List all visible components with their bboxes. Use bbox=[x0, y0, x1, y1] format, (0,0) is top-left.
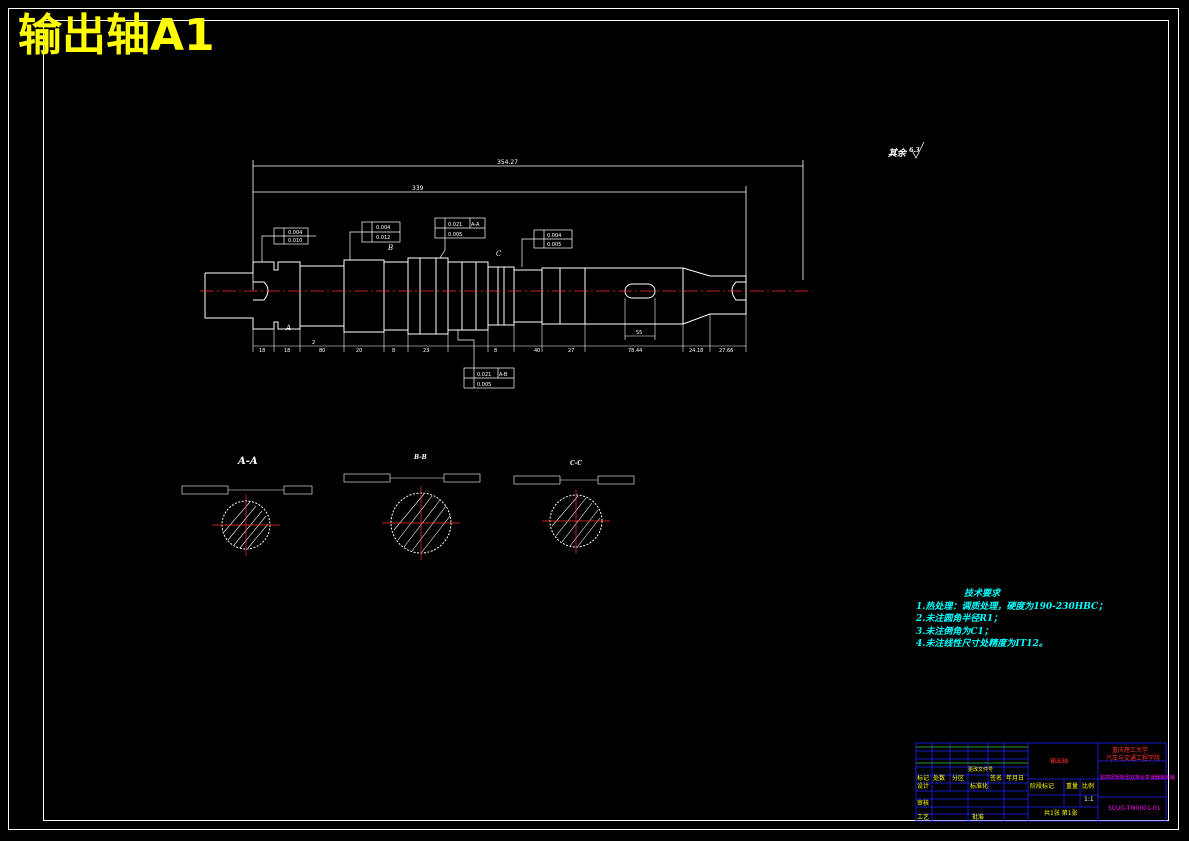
svg-text:40: 40 bbox=[534, 348, 540, 354]
section-title-a: A-A bbox=[238, 456, 258, 467]
svg-text:20: 20 bbox=[356, 348, 362, 354]
tb-college: 汽车与交通工程学院 bbox=[1106, 755, 1161, 762]
bottom-dimensions bbox=[252, 298, 747, 352]
tech-heading: 技术要求 bbox=[964, 589, 1001, 599]
tb-school: 重庆理工大学 bbox=[1112, 747, 1149, 754]
section-c-c bbox=[513, 475, 635, 554]
roughness-symbol-icon bbox=[911, 141, 925, 159]
tb-label-approve: 批准 bbox=[972, 814, 985, 821]
tol-d-1: 0.004 bbox=[547, 233, 561, 239]
datum-a: A bbox=[285, 324, 291, 332]
svg-text:27: 27 bbox=[568, 348, 574, 354]
tb-scale: 1:1 bbox=[1084, 796, 1094, 803]
drawing-title: 输出轴A1 bbox=[18, 10, 215, 61]
tech-item: 4.未注线性尺寸处精度为IT12。 bbox=[916, 639, 1048, 649]
total-length-text: 354.27 bbox=[497, 159, 518, 166]
section-title-b: B-B bbox=[414, 454, 427, 461]
svg-text:8: 8 bbox=[392, 348, 395, 354]
tb-part-name: 输出轴 bbox=[1050, 758, 1069, 765]
span-length-text: 339 bbox=[412, 185, 424, 192]
svg-text:55: 55 bbox=[636, 330, 642, 336]
tb-label-sign: 签名 bbox=[990, 775, 1003, 782]
roughness-label: 其余 bbox=[888, 149, 907, 159]
tech-item: 1.热处理：调质处理，硬度为190-230HBC； bbox=[916, 601, 1108, 612]
tolerance-frame-a bbox=[261, 227, 316, 262]
svg-text:23: 23 bbox=[423, 348, 429, 354]
tol-c-1: 0.021 bbox=[448, 222, 462, 228]
tol-a-2: 0.010 bbox=[288, 238, 302, 244]
tb-label-weight: 重量 bbox=[1066, 783, 1079, 790]
tol-c-2: 0.005 bbox=[448, 232, 462, 238]
svg-text:18: 18 bbox=[259, 348, 265, 354]
tol-c-datum: A-A bbox=[471, 222, 480, 228]
svg-text:18: 18 bbox=[284, 348, 290, 354]
tol-b-2: 0.012 bbox=[376, 235, 390, 241]
svg-text:78.44: 78.44 bbox=[628, 348, 642, 354]
datum-b: B bbox=[387, 244, 393, 252]
tb-label-change: 更改文件号 bbox=[968, 767, 994, 773]
outer-frame bbox=[8, 8, 1179, 830]
title-block-grid bbox=[915, 742, 1167, 822]
tb-label-stage: 阶段标记 bbox=[1030, 783, 1055, 790]
tb-label-date: 年月日 bbox=[1006, 775, 1025, 782]
tb-label-mark: 标记 bbox=[917, 775, 930, 782]
tol-b-1: 0.004 bbox=[376, 225, 390, 231]
datum-c: C bbox=[496, 250, 502, 258]
tol-a-1: 0.004 bbox=[288, 230, 302, 236]
surface-roughness-note: 其余 6.3 bbox=[888, 146, 920, 159]
tolerance-frame-d bbox=[521, 229, 573, 267]
tb-sheet: 共1张 第1张 bbox=[1044, 810, 1078, 817]
tb-label-process: 工艺 bbox=[917, 814, 930, 821]
svg-text:24.18: 24.18 bbox=[689, 348, 703, 354]
section-a-a bbox=[181, 485, 313, 556]
roughness-value: 6.3 bbox=[909, 147, 920, 154]
shaft bbox=[204, 257, 747, 335]
technical-requirements: 技术要求 1.热处理：调质处理，硬度为190-230HBC； 2.未注圆角半径R… bbox=[916, 588, 1107, 651]
tech-item: 3.未注倒角为C1； bbox=[916, 626, 993, 637]
svg-text:80: 80 bbox=[319, 348, 325, 354]
tol-e-1: 0.021 bbox=[477, 372, 491, 378]
tb-label-design: 设计 bbox=[917, 783, 930, 790]
tb-drawing-no: SCUG-TM0001-01 bbox=[1108, 805, 1161, 812]
tb-label-standard: 标准化 bbox=[970, 783, 989, 790]
inner-frame bbox=[43, 20, 1169, 821]
bottom-dimension-texts: 18 18 2 80 20 8 23 8 40 27 78.44 24.18 2… bbox=[259, 330, 733, 354]
tech-item: 2.未注圆角半径R1； bbox=[916, 614, 1003, 624]
tb-label-count: 处数 bbox=[933, 775, 946, 782]
tolerance-frame-c bbox=[434, 217, 486, 259]
svg-text:8: 8 bbox=[494, 348, 497, 354]
tol-e-2: 0.005 bbox=[477, 382, 491, 388]
overall-dimensions bbox=[252, 160, 804, 290]
tb-label-review: 审核 bbox=[917, 800, 930, 807]
section-title-c: C-C bbox=[570, 460, 583, 467]
tol-d-2: 0.005 bbox=[547, 242, 561, 248]
tolerance-frame-b bbox=[349, 221, 401, 260]
tb-label-scale: 比例 bbox=[1082, 783, 1095, 790]
tolerance-frame-e bbox=[457, 330, 515, 389]
tb-drawing-name: 超高扭矩新型双离合变速器输出轴 bbox=[1100, 775, 1176, 781]
tb-label-zone: 分区 bbox=[952, 775, 965, 782]
tol-e-datum: A-B bbox=[499, 372, 508, 378]
svg-text:27.66: 27.66 bbox=[719, 348, 733, 354]
section-b-b bbox=[343, 473, 481, 560]
svg-text:2: 2 bbox=[312, 340, 315, 346]
